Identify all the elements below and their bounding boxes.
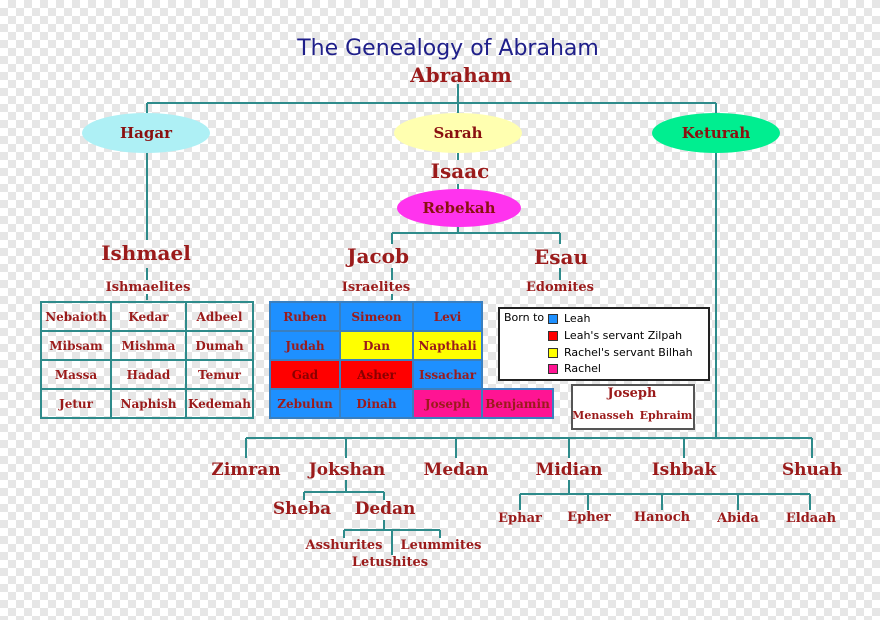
tribe-cell: Asher: [339, 359, 414, 390]
node-abraham: Abraham: [410, 63, 512, 87]
node-asshurites: Asshurites: [305, 538, 383, 553]
node-menasseh: Menasseh: [572, 409, 634, 422]
node-epher: Epher: [567, 510, 611, 525]
label-ishmaelites: Ishmaelites: [105, 280, 191, 295]
node-rebekah: Rebekah: [397, 189, 521, 227]
tribe-cell: Dan: [339, 330, 414, 361]
node-ishmael: Ishmael: [101, 241, 191, 265]
ishmael-son-cell: Adbeel: [185, 301, 254, 332]
node-joseph: Joseph: [607, 386, 657, 401]
legend-swatch: [548, 364, 558, 374]
birth-legend: Born to Leah Leah's servant Zilpah Rache…: [498, 307, 710, 381]
tribe-cell: Gad: [269, 359, 341, 390]
legend-swatch: [548, 331, 558, 341]
ishmael-son-cell: Massa: [40, 359, 112, 390]
tribe-cell: Issachar: [412, 359, 483, 390]
tribe-cell: Levi: [412, 301, 483, 332]
node-letushites: Letushites: [351, 555, 429, 570]
node-ishbak: Ishbak: [651, 460, 717, 480]
ishmael-son-cell: Temur: [185, 359, 254, 390]
node-jacob: Jacob: [347, 244, 409, 268]
ishmael-son-cell: Jetur: [40, 388, 112, 419]
label-edomites: Edomites: [526, 280, 594, 295]
ishmael-son-cell: Mishma: [110, 330, 187, 361]
label-israelites: Israelites: [341, 280, 411, 295]
node-isaac: Isaac: [430, 159, 490, 183]
node-hagar: Hagar: [82, 113, 210, 153]
ishmael-son-cell: Nebaioth: [40, 301, 112, 332]
node-hanoch: Hanoch: [633, 510, 691, 525]
node-dedan: Dedan: [354, 499, 416, 519]
node-jokshan: Jokshan: [308, 460, 386, 480]
tribe-cell: Joseph: [412, 388, 483, 419]
node-leummites: Leummites: [400, 538, 482, 553]
node-zimran: Zimran: [211, 460, 281, 480]
legend-item: Rachel's servant Bilhah: [548, 346, 693, 359]
ishmael-son-cell: Kedemah: [185, 388, 254, 419]
ishmael-son-cell: Naphish: [110, 388, 187, 419]
tribe-cell: Dinah: [339, 388, 414, 419]
node-ephraim: Ephraim: [639, 409, 693, 422]
ishmael-son-cell: Kedar: [110, 301, 187, 332]
tribe-cell: Simeon: [339, 301, 414, 332]
node-abida: Abida: [717, 511, 759, 526]
ishmael-sons-grid: Nebaioth Kedar Adbeel Mibsam Mishma Duma…: [40, 301, 254, 419]
node-sarah: Sarah: [394, 113, 522, 153]
ishmael-son-cell: Dumah: [185, 330, 254, 361]
legend-item: Leah's servant Zilpah: [548, 329, 682, 342]
node-ephar: Ephar: [498, 511, 542, 526]
node-eldaah: Eldaah: [785, 511, 837, 526]
node-shuah: Shuah: [781, 460, 843, 480]
ishmael-son-cell: Mibsam: [40, 330, 112, 361]
tribe-cell: Napthali: [412, 330, 483, 361]
node-sheba: Sheba: [272, 499, 332, 519]
tribe-cell: Zebulun: [269, 388, 341, 419]
node-medan: Medan: [423, 460, 489, 480]
tribe-cell: Judah: [269, 330, 341, 361]
ishmael-son-cell: Hadad: [110, 359, 187, 390]
joseph-sons-box: [571, 384, 695, 430]
diagram-title: The Genealogy of Abraham: [297, 36, 599, 61]
legend-swatch: [548, 348, 558, 358]
legend-swatch: [548, 314, 558, 324]
node-keturah: Keturah: [652, 113, 780, 153]
node-midian: Midian: [535, 460, 603, 480]
legend-item: Leah: [548, 312, 590, 325]
tribe-cell: Ruben: [269, 301, 341, 332]
jacob-tribes-grid: Ruben Simeon Levi Judah Dan Napthali Gad…: [269, 301, 554, 419]
legend-heading: Born to: [504, 311, 545, 324]
tribe-cell: Benjamin: [481, 388, 554, 419]
node-esau: Esau: [533, 245, 589, 269]
legend-item: Rachel: [548, 362, 601, 375]
